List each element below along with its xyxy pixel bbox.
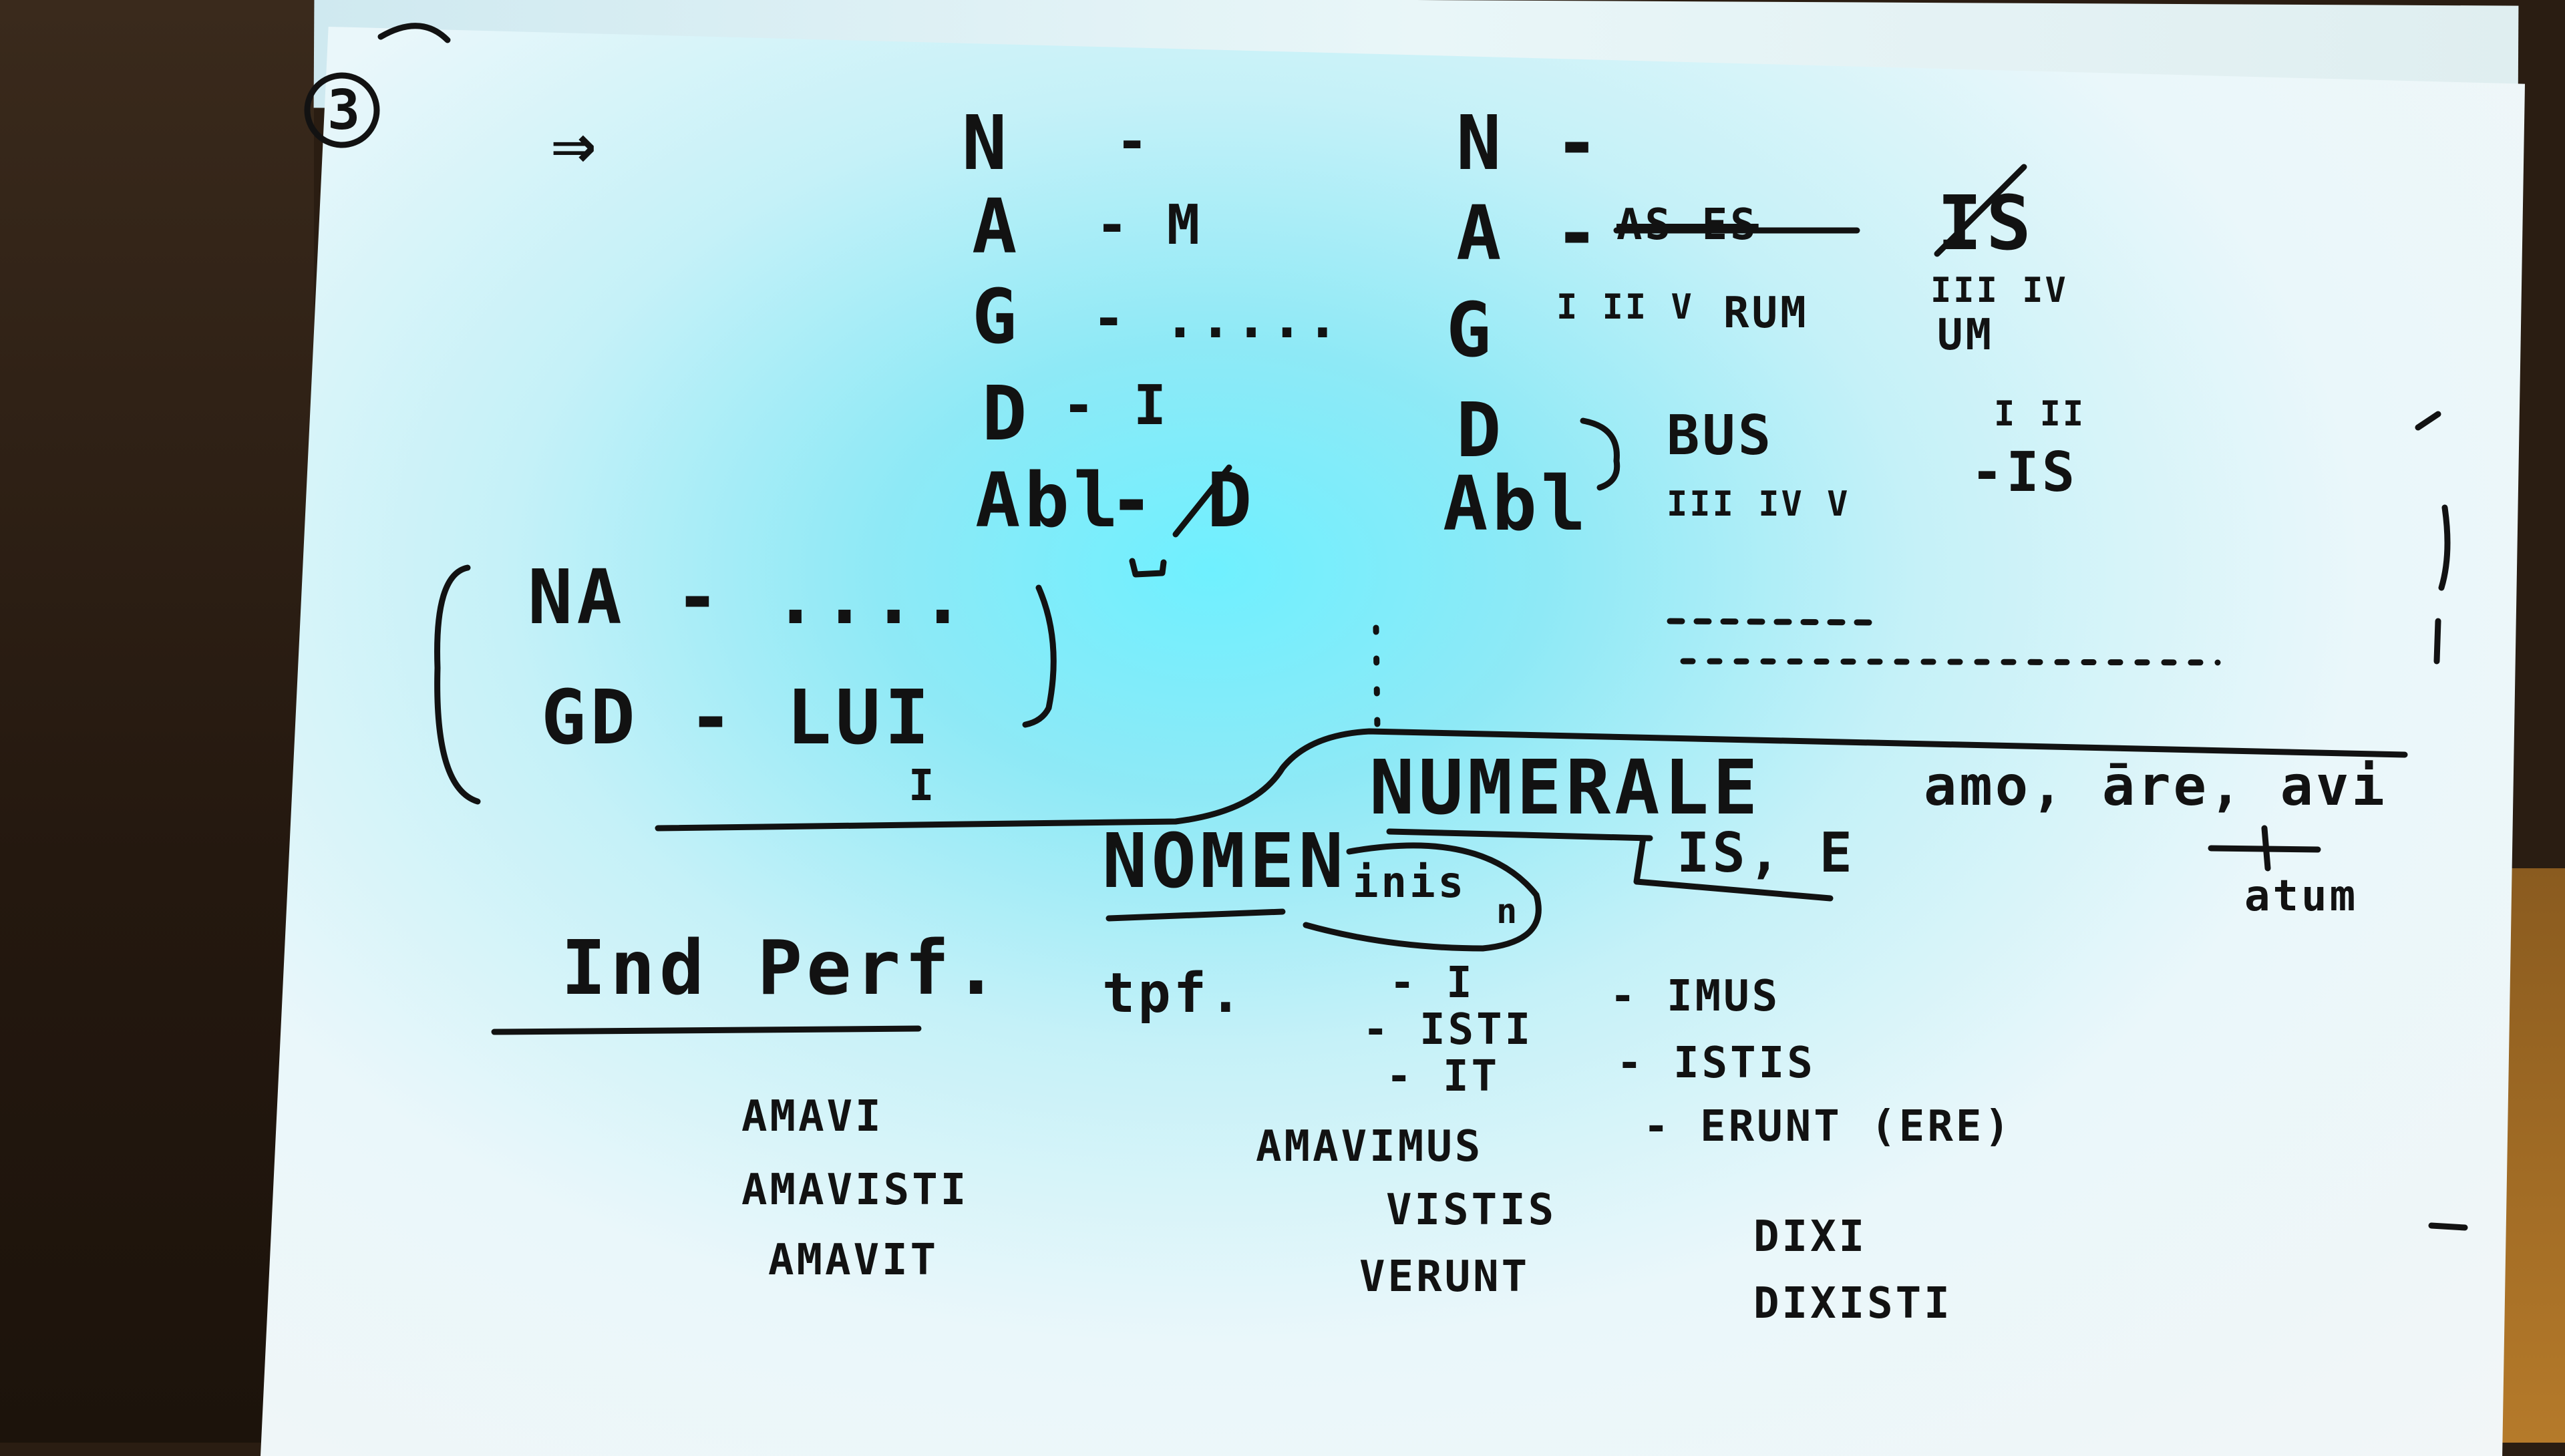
neuter-na: NA - .... (528, 554, 969, 641)
dixi-2: DIXISTI (1753, 1279, 1952, 1328)
left-bracket (434, 564, 481, 805)
sg-case-abl: Abl (975, 458, 1123, 544)
sg-case-a: A (972, 184, 1021, 270)
pl-g-roman: I II V (1556, 287, 1694, 327)
section-divider (655, 728, 2408, 832)
ending-pl-3: - ERUNT (ERE) (1643, 1102, 2013, 1151)
inis-sub: n (1496, 892, 1520, 932)
pl-right-ending: -IS (1971, 441, 2078, 504)
amavi-pl-3: VERUNT (1359, 1252, 1530, 1302)
ending-pl-2: - ISTIS (1616, 1039, 1816, 1088)
ind-perf-title: Ind Perf. (561, 925, 1003, 1012)
ind-perf-underline (491, 1025, 922, 1035)
sg-ending-n: - (1116, 110, 1152, 174)
pl-bus-roman: III IV V (1667, 484, 1850, 524)
pl-case-a: A - (1456, 190, 1604, 277)
dash-row-2 (1680, 658, 2221, 666)
sg-ending-abl: - D (1109, 458, 1256, 544)
pl-case-d: D (1456, 387, 1506, 474)
amavi-pl-1: AMAVIMUS (1256, 1122, 1484, 1171)
paper-sheet (261, 27, 2525, 1456)
pl-g-right-roman: III IV (1930, 270, 2068, 311)
ending-pl-1: - IMUS (1610, 972, 1781, 1021)
page-number-circle (304, 72, 380, 148)
page-number: 3 (327, 79, 363, 142)
right-bracket (1022, 584, 1057, 728)
pl-ending-a-right: IS (1937, 180, 2035, 267)
abl-mark (1129, 558, 1167, 578)
numerale-link (1386, 828, 1653, 842)
pl-case-abl: Abl (1443, 461, 1590, 548)
strike-d (1172, 464, 1232, 538)
nomen-heading: NOMEN (1102, 818, 1348, 905)
amavi-sg-1: AMAVI (741, 1092, 884, 1141)
inis-loop (1303, 842, 1542, 952)
dash-row-1 (1667, 618, 1874, 626)
strike-is (1934, 164, 2027, 257)
pl-case-n: N - (1456, 100, 1604, 187)
dixi-1: DIXI (1753, 1212, 1868, 1262)
neuter-gd: GD - LUI (541, 675, 934, 761)
amavi-sg-3: AMAVIT (768, 1236, 939, 1285)
desk-surface (0, 0, 314, 1443)
margin-mark-3 (2433, 618, 2441, 665)
numerale-heading: NUMERALE (1369, 745, 1762, 832)
sg-ending-d: - I (1062, 374, 1170, 437)
sg-case-d: D (982, 371, 1031, 458)
is-e-suffix: IS, E (1677, 822, 1855, 885)
is-e-bracket (1633, 835, 1834, 902)
atum-tick (2261, 825, 2271, 872)
inis-suffix: inis (1353, 858, 1467, 908)
sg-ending-g: - ..... (1092, 287, 1342, 351)
neuter-gd-sub: I (908, 761, 937, 811)
ending-sg-1: - I (1389, 958, 1475, 1008)
margin-mark-2 (2438, 504, 2451, 591)
top-curl (377, 23, 451, 43)
plural-bracket (1580, 417, 1620, 491)
pl-right-roman: I II (1994, 394, 2086, 434)
amavi-sg-2: AMAVISTI (741, 1165, 969, 1215)
amavi-pl-2: VISTIS (1386, 1186, 1557, 1235)
nomen-underline (1105, 908, 1286, 922)
atum-suffix: atum (2244, 872, 2359, 921)
dot-column (1373, 624, 1381, 731)
pl-ending-a-struck: AS ES (1616, 200, 1759, 250)
ending-sg-2: - ISTI (1363, 1005, 1534, 1055)
tpf-label: tpf. (1102, 962, 1245, 1025)
sg-case-n: N (962, 100, 1011, 187)
verb-principal-parts: amo, āre, avi (1924, 755, 2387, 818)
sg-ending-a: - M (1095, 194, 1203, 257)
ending-sg-3: - IT (1386, 1052, 1500, 1101)
arrow-icon: ⇒ (551, 100, 601, 187)
pl-bus: BUS (1667, 404, 1774, 468)
pl-g-right-ending: UM (1937, 311, 1995, 360)
margin-mark-4 (2428, 1222, 2468, 1231)
margin-mark-1 (2415, 411, 2441, 431)
pl-g-ending: RUM (1723, 289, 1809, 338)
pl-case-g: G (1446, 287, 1496, 374)
sg-case-g: G (972, 274, 1021, 361)
